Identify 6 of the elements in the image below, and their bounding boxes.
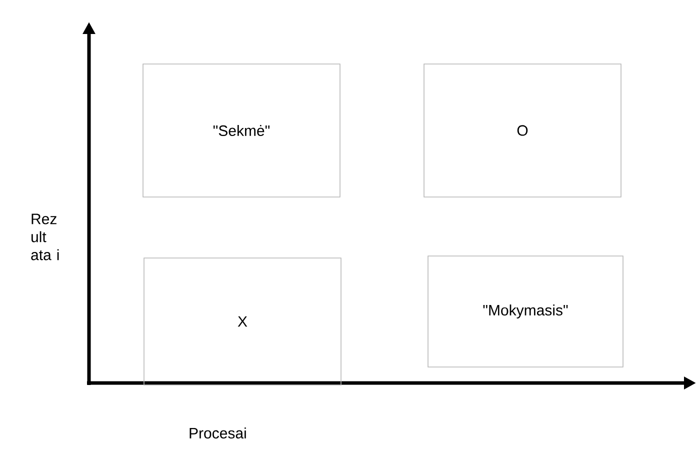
axis-label: Procesai: [190, 428, 246, 438]
quadrant-box: X: [144, 258, 342, 386]
quadrant-box: O: [424, 64, 622, 198]
axis-label: Rez ult ata i: [31, 214, 59, 260]
quadrant-box: "Mokymasis": [428, 256, 624, 368]
quadrant-box: "Sekmė": [142, 64, 340, 198]
